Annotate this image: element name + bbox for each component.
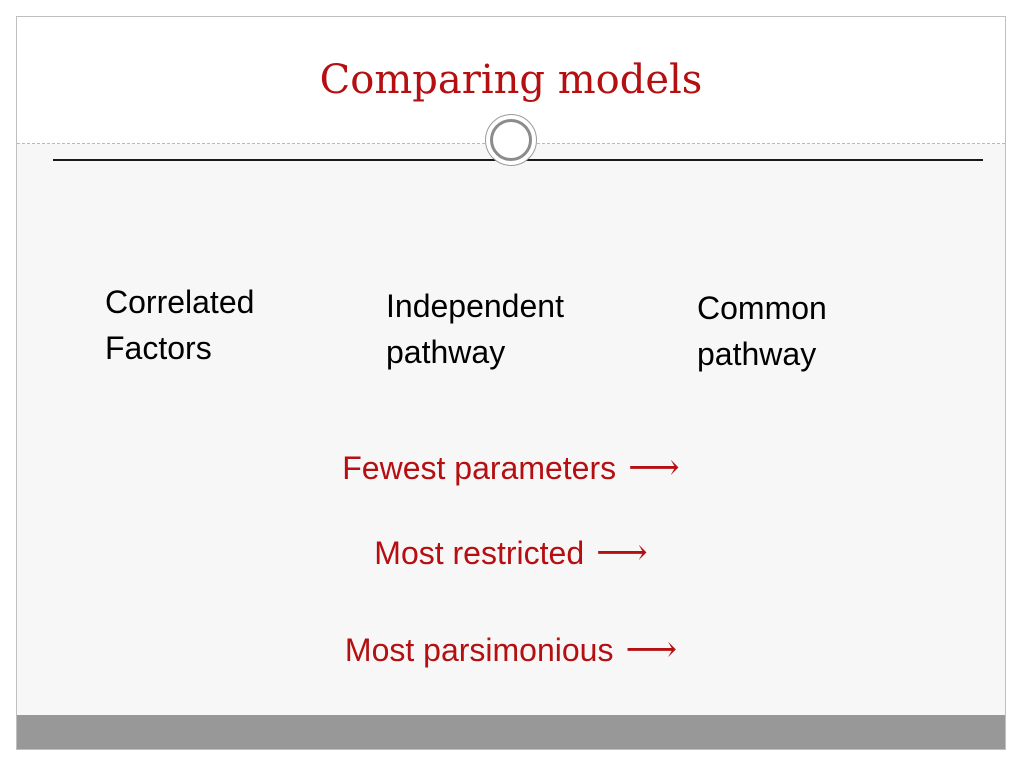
model-label-correlated-factors: Correlated Factors: [105, 279, 254, 371]
statement-most-restricted: Most restricted ⟶: [17, 532, 1005, 573]
circle-ornament-inner: [490, 119, 532, 161]
circle-ornament-icon: [485, 114, 537, 166]
model-label-line2: pathway: [386, 334, 506, 370]
slide-title: Comparing models: [319, 57, 703, 103]
statement-most-parsimonious: Most parsimonious ⟶: [17, 629, 1005, 670]
right-arrow-icon: ⟶: [596, 532, 648, 573]
statement-text: Most parsimonious: [344, 632, 614, 668]
model-label-line1: Correlated: [105, 284, 255, 320]
slide-body: [17, 144, 1005, 715]
model-label-line1: Independent: [386, 288, 564, 324]
model-label-independent-pathway: Independent pathway: [386, 283, 564, 375]
model-label-common-pathway: Common pathway: [697, 285, 827, 377]
right-arrow-icon: ⟶: [628, 447, 680, 488]
model-label-line1: Common: [697, 290, 827, 326]
statement-text: Most restricted: [374, 535, 585, 571]
statement-text: Fewest parameters: [342, 450, 617, 486]
model-label-line2: pathway: [697, 336, 817, 372]
model-label-line2: Factors: [105, 330, 212, 366]
footer-bar: [17, 715, 1005, 749]
right-arrow-icon: ⟶: [625, 629, 678, 670]
statement-fewest-parameters: Fewest parameters ⟶: [17, 447, 1005, 488]
slide: Comparing models Correlated Factors Inde…: [16, 16, 1006, 750]
